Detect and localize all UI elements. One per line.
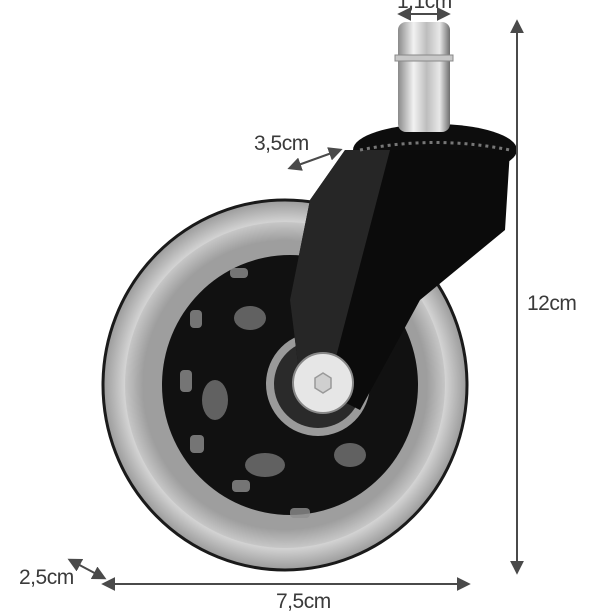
wheel-width-label: 2,5cm [19,566,74,589]
stem-diameter-label: 1,1cm [397,0,452,13]
product-image: 1,1cm 3,5cm 12cm 2,5cm 7,5cm [19,0,577,613]
wheel-diameter-label: 7,5cm [276,590,331,613]
stem [394,22,454,132]
dimension-lines [67,7,524,591]
caster-wheel-illustration [67,7,524,591]
total-height-label: 12cm [527,292,577,315]
bracket-width-label: 3,5cm [254,132,309,155]
bracket [290,124,517,414]
